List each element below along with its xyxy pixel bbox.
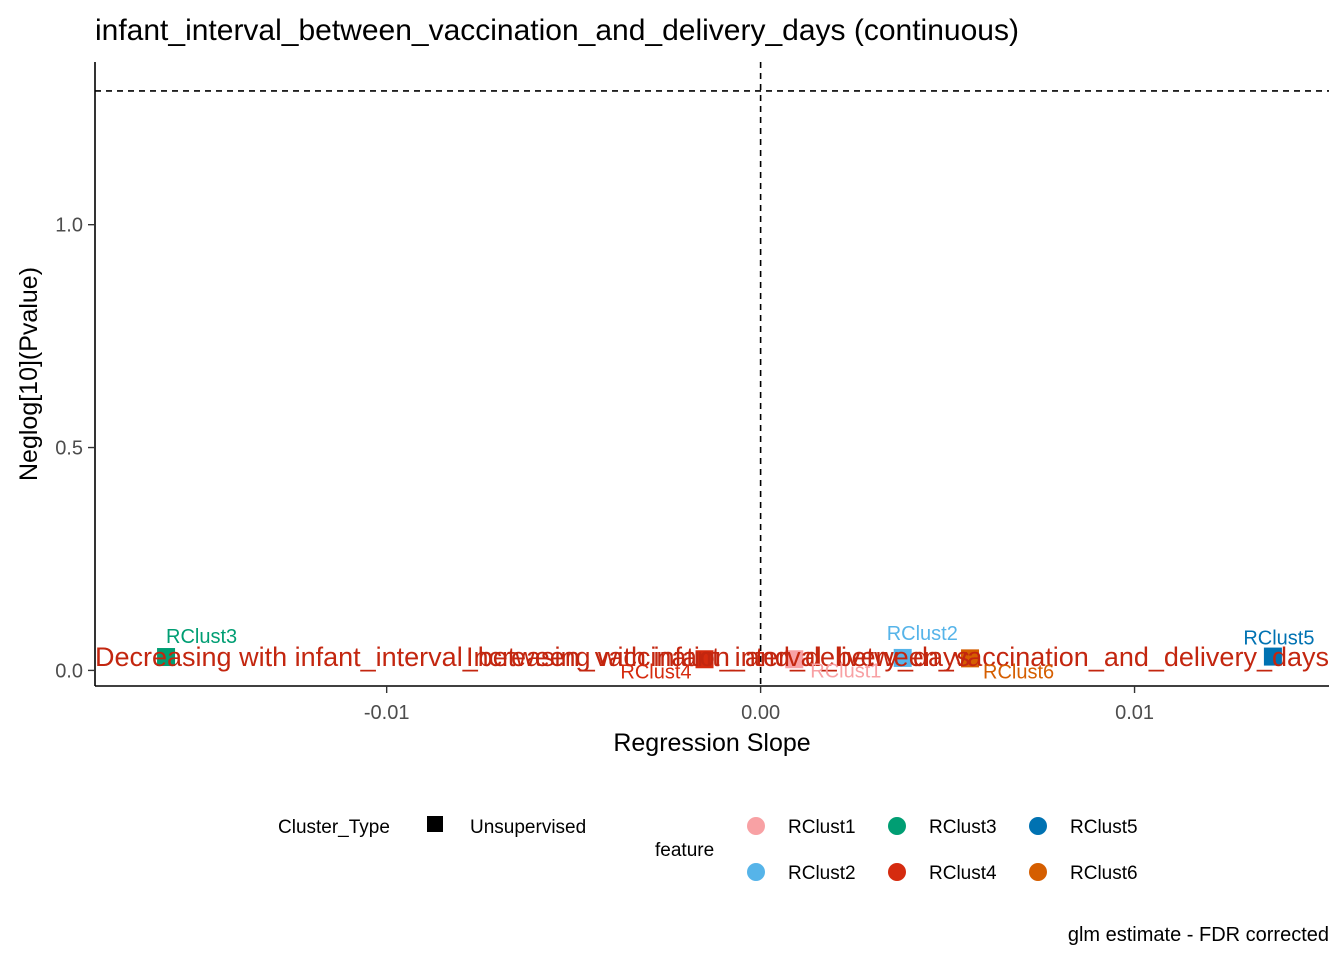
legend-label-rclust2: RClust2 <box>788 863 856 884</box>
legend-label-rclust3: RClust3 <box>929 817 997 838</box>
x-axis-title: Regression Slope <box>613 729 810 757</box>
legend-swatch-rclust2 <box>747 863 765 881</box>
plot-area: Decreasing with infant_interval_between_… <box>95 62 1329 686</box>
point-rclust1 <box>785 650 804 669</box>
point-rclust4 <box>695 650 714 669</box>
chart-title: infant_interval_between_vaccination_and_… <box>95 14 1019 47</box>
chart-caption: glm estimate - FDR corrected <box>1068 924 1329 946</box>
y-tick-label: 1.0 <box>55 215 83 237</box>
point-label-rclust3: RClust3 <box>166 626 237 648</box>
legend-shape-title: Cluster_Type <box>278 817 390 838</box>
point-rclust5 <box>1263 647 1282 666</box>
x-tick-label: -0.01 <box>364 702 410 724</box>
x-axis-ticks: -0.01 0.00 0.01 <box>364 686 1154 724</box>
legend-color-title: feature <box>655 840 714 861</box>
legend-shape-item: Unsupervised <box>470 817 586 838</box>
point-label-rclust1: RClust1 <box>810 660 881 682</box>
y-axis-title: Neglog[10](Pvalue) <box>15 267 43 481</box>
legend: Cluster_Type Unsupervised feature RClust… <box>278 816 1138 884</box>
legend-swatch-rclust6 <box>1029 863 1047 881</box>
point-rclust3 <box>157 648 176 667</box>
increasing-annotation: Increasing with infant_interval_between_… <box>466 642 1329 672</box>
legend-swatch-rclust1 <box>747 817 765 835</box>
x-tick-label: 0.01 <box>1115 702 1154 724</box>
legend-square-symbol <box>427 816 443 832</box>
point-label-rclust5: RClust5 <box>1243 628 1314 650</box>
legend-label-rclust6: RClust6 <box>1070 863 1138 884</box>
point-rclust2 <box>893 648 912 667</box>
y-axis-ticks: 0.0 0.5 1.0 <box>55 215 95 682</box>
point-label-rclust2: RClust2 <box>887 623 958 645</box>
y-tick-label: 0.0 <box>55 660 83 682</box>
legend-label-rclust5: RClust5 <box>1070 817 1138 838</box>
y-tick-label: 0.5 <box>55 438 83 460</box>
legend-swatch-rclust5 <box>1029 817 1047 835</box>
point-rclust6 <box>961 649 980 668</box>
legend-label-rclust1: RClust1 <box>788 817 856 838</box>
decreasing-annotation: Decreasing with infant_interval_between_… <box>95 642 970 672</box>
legend-swatch-rclust3 <box>888 817 906 835</box>
legend-label-rclust4: RClust4 <box>929 863 997 884</box>
point-label-rclust4: RClust4 <box>620 661 691 683</box>
legend-swatch-rclust4 <box>888 863 906 881</box>
point-label-rclust6: RClust6 <box>983 661 1054 683</box>
x-tick-label: 0.00 <box>741 702 780 724</box>
